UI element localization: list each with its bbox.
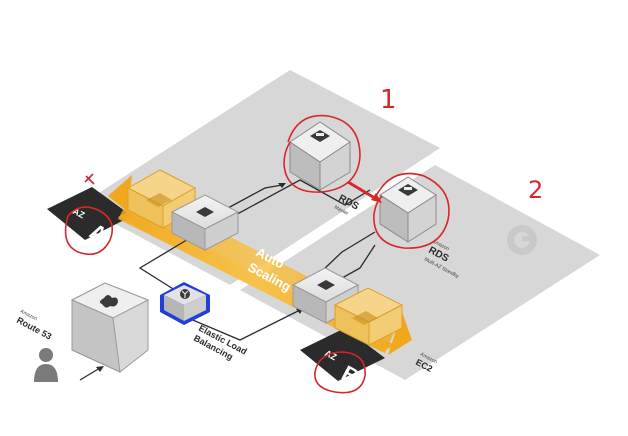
database-icon (398, 184, 418, 196)
route53-icon (99, 295, 118, 308)
elastic-load-balancer: Elastic Load Balancing (160, 282, 249, 362)
annotation-circle-rds-standby (373, 172, 450, 249)
zone-b-panel (240, 165, 600, 380)
ec2-instance-a2 (170, 194, 240, 251)
ec2-instance-b2 (333, 287, 404, 346)
annotation-circle-b (314, 351, 366, 394)
annotation-tick (85, 175, 95, 185)
user-icon (34, 348, 58, 382)
annotations (64, 114, 450, 394)
route53: Amazon Route 53 (15, 282, 150, 373)
watermark-logo-icon (507, 225, 537, 255)
ec2-instance-a1 (126, 169, 197, 229)
load-balancer-icon (180, 289, 190, 299)
annotation-number-one: 1 (380, 85, 397, 115)
annotation-number-two: 2 (528, 176, 543, 204)
database-icon (310, 130, 330, 142)
annotation-circle-rds-primary (283, 114, 361, 193)
